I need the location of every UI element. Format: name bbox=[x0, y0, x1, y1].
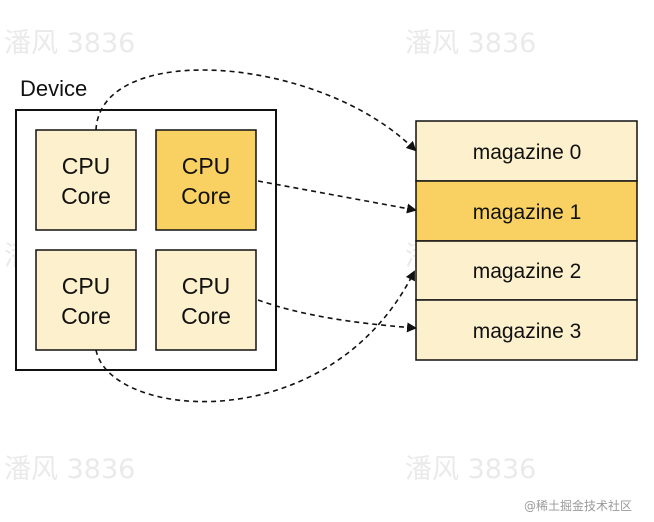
cpu-core: CPU Core bbox=[35, 129, 137, 231]
cpu-core-box bbox=[155, 129, 257, 231]
device-label: Device bbox=[20, 76, 87, 101]
cpu-core-label-line1: CPU bbox=[62, 153, 111, 179]
arrow-core3-to-magazine3 bbox=[257, 299, 417, 333]
watermark: 潘风 3836 bbox=[405, 28, 536, 59]
arrow-core2-to-magazine2 bbox=[95, 270, 415, 403]
magazine-label: magazine 0 bbox=[473, 141, 582, 164]
source-credit: @稀土掘金技术社区 bbox=[524, 498, 632, 513]
arrow-core0-to-magazine0 bbox=[95, 69, 417, 152]
cpu-core-label-line1: CPU bbox=[62, 273, 111, 299]
cpu-core-label-line2: Core bbox=[61, 303, 111, 329]
watermark: 潘风 3836 bbox=[4, 28, 135, 59]
magazine-slot: magazine 3 bbox=[415, 299, 638, 361]
magazine-box bbox=[415, 299, 638, 361]
cpu-core-label-line2: Core bbox=[61, 183, 111, 209]
watermark: 潘风 3836 bbox=[405, 454, 536, 485]
magazine-slot: magazine 0 bbox=[415, 120, 638, 182]
magazine-label: magazine 2 bbox=[473, 260, 582, 283]
magazine-label: magazine 3 bbox=[473, 320, 582, 343]
cpu-core-box bbox=[35, 249, 137, 351]
cpu-core-box bbox=[35, 129, 137, 231]
watermark: 潘风 3836 bbox=[4, 454, 135, 485]
cpu-core-label-line2: Core bbox=[181, 303, 231, 329]
cpu-core-label-line1: CPU bbox=[182, 153, 231, 179]
cpu-core-box bbox=[155, 249, 257, 351]
cpu-core: CPU Core bbox=[35, 249, 137, 351]
cpu-core-label-line1: CPU bbox=[182, 273, 231, 299]
cpu-core: CPU Core bbox=[155, 129, 257, 231]
magazine-box bbox=[415, 240, 638, 301]
magazine-label: magazine 1 bbox=[473, 201, 582, 224]
cpu-core: CPU Core bbox=[155, 249, 257, 351]
magazine-slot: magazine 2 bbox=[415, 240, 638, 301]
arrow-core1-to-magazine1 bbox=[257, 180, 417, 214]
cpu-core-label-line2: Core bbox=[181, 183, 231, 209]
magazine-slot: magazine 1 bbox=[415, 180, 638, 242]
magazine-box bbox=[415, 180, 638, 242]
